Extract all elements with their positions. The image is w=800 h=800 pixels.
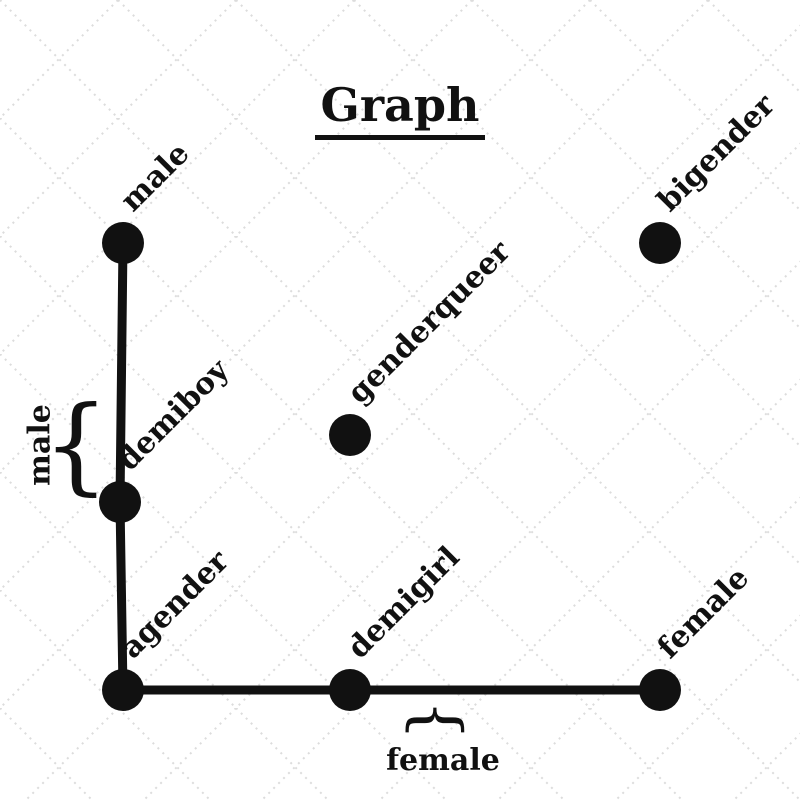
male-brace-label: male: [23, 404, 58, 486]
node-male: [102, 222, 144, 264]
edges-layer: [115, 238, 665, 695]
node-bigender: [639, 222, 681, 264]
female-brace-label: female: [386, 743, 500, 778]
diagram-title: Graph: [0, 78, 800, 140]
annotations-layer: {male{female: [23, 384, 500, 778]
node-female: [639, 669, 681, 711]
edge-demiboy-agender: [115, 497, 128, 695]
nodes-layer: [99, 222, 681, 711]
node-genderqueer: [329, 414, 371, 456]
male-brace-glyph: {: [43, 384, 110, 506]
node-demigirl: [329, 669, 371, 711]
female-brace-glyph: {: [400, 700, 474, 741]
diagram-title-text: Graph: [314, 78, 486, 140]
node-agender: [102, 669, 144, 711]
node-demiboy: [99, 481, 141, 523]
edge-male-demiboy: [115, 238, 128, 507]
